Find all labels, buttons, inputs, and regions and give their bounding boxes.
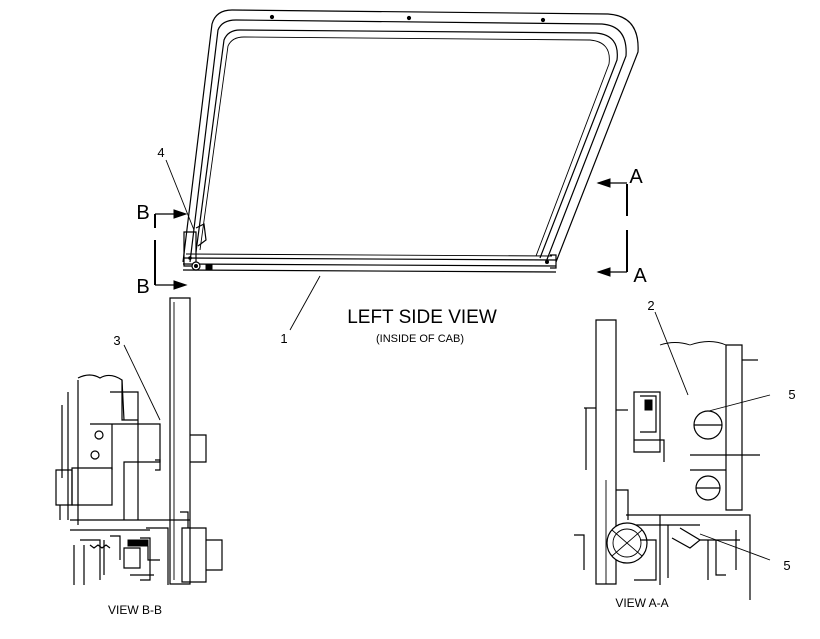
callout-4: 4: [157, 145, 164, 160]
section-b-bottom-label: B: [136, 276, 149, 298]
main-view-title: LEFT SIDE VIEW: [347, 307, 497, 328]
callout-1: 1: [280, 331, 287, 346]
callout-2: 2: [647, 298, 654, 313]
window-frame: [182, 9, 639, 273]
callout-3: 3: [113, 333, 120, 348]
leader-lines: [123, 159, 771, 561]
view-bb-label: VIEW B-B: [108, 603, 162, 617]
main-view-subtitle: (INSIDE OF CAB): [376, 333, 464, 345]
callout-5-lower: 5: [783, 558, 790, 573]
section-a-marker: [596, 178, 628, 277]
labels: LEFT SIDE VIEW (INSIDE OF CAB) A A B B 1…: [108, 145, 796, 617]
view-bb-detail: [55, 297, 223, 585]
section-b-top-label: B: [136, 202, 149, 224]
section-a-top-label: A: [629, 166, 643, 188]
callout-5-upper: 5: [788, 387, 795, 402]
section-b-marker: [154, 209, 188, 290]
view-aa-label: VIEW A-A: [615, 596, 668, 610]
section-a-bottom-label: A: [633, 265, 647, 287]
view-aa-detail: [574, 319, 760, 600]
